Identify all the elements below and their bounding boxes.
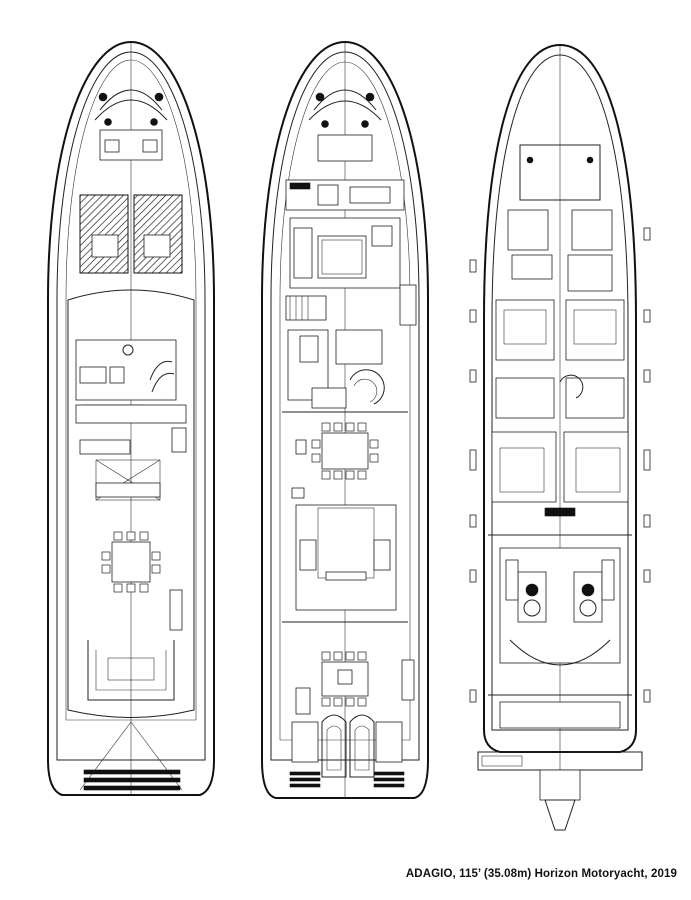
- upper-sunpad-left: [79, 194, 129, 274]
- main-aft-chairs: [321, 651, 367, 707]
- upper-sunpad-right: [133, 194, 183, 274]
- engine-left: [517, 571, 547, 623]
- main-dining-chairs: [311, 422, 379, 480]
- main-deck-plan: [261, 40, 429, 799]
- tender-left: [321, 714, 347, 778]
- lower-deck-plan: [469, 43, 651, 831]
- upper-deck-plan: [47, 40, 215, 796]
- tender-right: [349, 714, 375, 778]
- upper-dining-chairs: [101, 531, 161, 593]
- plan-caption: ADAGIO, 115’ (35.08m) Horizon Motoryacht…: [405, 868, 677, 880]
- upper-aft-grating: [83, 769, 181, 791]
- engine-right: [573, 571, 603, 623]
- lower-portholes: [469, 227, 651, 703]
- main-aft-grating: [289, 771, 405, 788]
